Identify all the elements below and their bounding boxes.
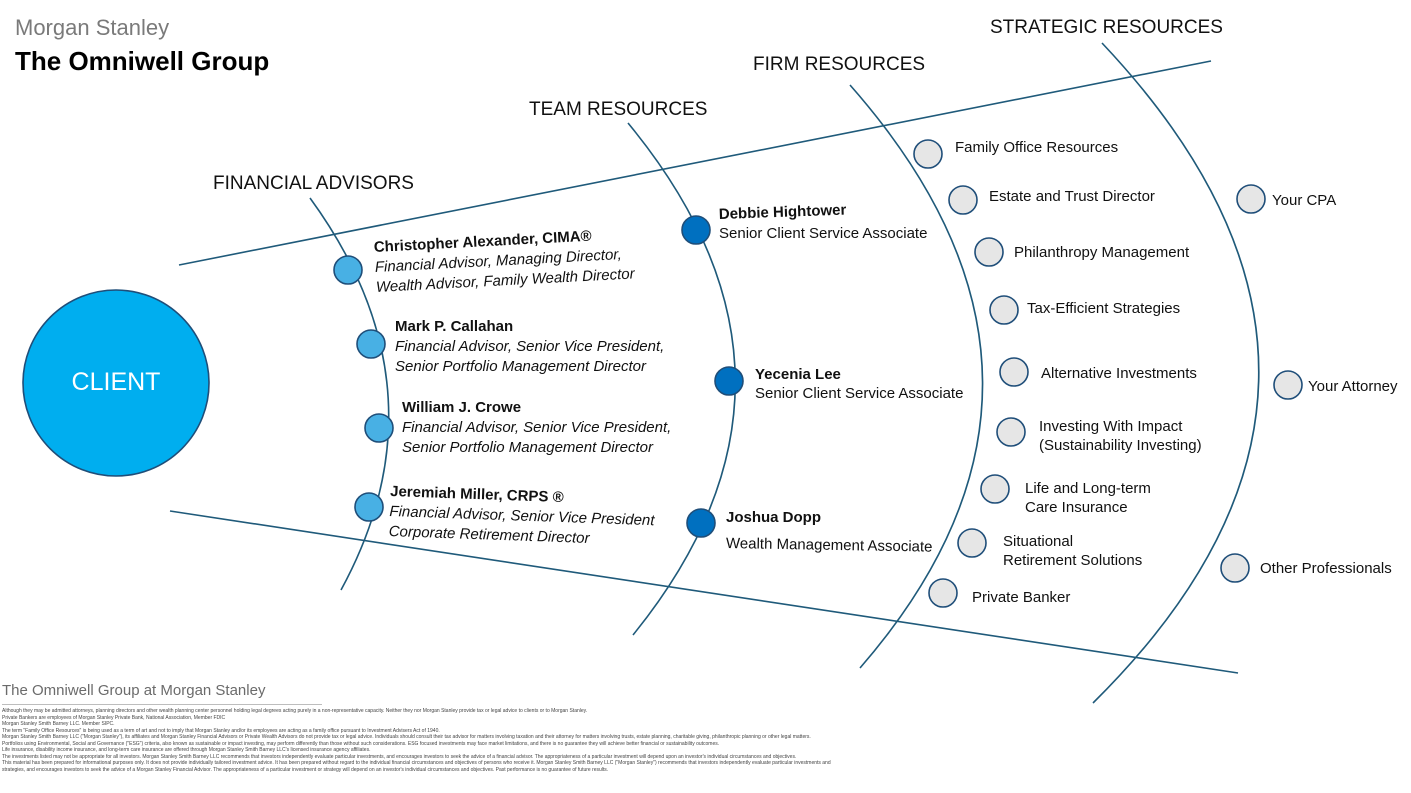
- team-name: Debbie Hightower: [719, 202, 847, 223]
- strategic-item: Your CPA: [1236, 184, 1336, 214]
- firm-label-line2: Retirement Solutions: [1003, 552, 1142, 569]
- firm-node[interactable]: [948, 185, 978, 215]
- advisor-name: Mark P. Callahan: [395, 318, 513, 335]
- firm-label: Family Office Resources: [955, 139, 1118, 156]
- strategic-item: Your Attorney: [1273, 370, 1398, 400]
- footer-title: The Omniwell Group at Morgan Stanley: [2, 682, 266, 699]
- firm-node[interactable]: [989, 295, 1019, 325]
- disclosure-text: Although they may be admitted attorneys,…: [2, 708, 588, 714]
- client-label: CLIENT: [72, 368, 161, 396]
- advisor-item: Jeremiah Miller, CRPS ® Financial Adviso…: [354, 483, 656, 547]
- team-role: Senior Client Service Associate: [719, 225, 927, 242]
- firm-label-line2: Care Insurance: [1025, 499, 1128, 516]
- firm-item: Investing With Impact (Sustainability In…: [996, 417, 1202, 454]
- advisor-item: Christopher Alexander, CIMA® Financial A…: [333, 228, 636, 296]
- team-item: Joshua Dopp Wealth Management Associate: [686, 508, 933, 556]
- disclosure-text: Portfolios using Environmental, Social a…: [2, 740, 720, 747]
- firm-item: Estate and Trust Director: [948, 185, 1155, 215]
- firm-item: Private Banker: [928, 578, 1070, 608]
- advisor-node[interactable]: [356, 329, 386, 359]
- team-item: Yecenia Lee Senior Client Service Associ…: [714, 366, 963, 402]
- strategic-node[interactable]: [1273, 370, 1303, 400]
- firm-label: Situational: [1003, 533, 1073, 550]
- team-node[interactable]: [686, 508, 716, 538]
- strategic-label: Other Professionals: [1260, 560, 1392, 577]
- team-role: Senior Client Service Associate: [755, 385, 963, 402]
- disclosure-text: Private Bankers are employees of Morgan …: [2, 714, 226, 721]
- advisor-item: Mark P. Callahan Financial Advisor, Seni…: [356, 318, 664, 375]
- firm-node[interactable]: [996, 417, 1026, 447]
- team-name: Joshua Dopp: [726, 509, 821, 526]
- team-item: Debbie Hightower Senior Client Service A…: [681, 202, 927, 245]
- strategic-node[interactable]: [1236, 184, 1266, 214]
- advisor-node[interactable]: [354, 492, 384, 522]
- team-role: Wealth Management Associate: [726, 535, 933, 556]
- firm-item: Philanthropy Management: [974, 237, 1190, 267]
- funnel-top-line: [178, 60, 1212, 266]
- advisor-node[interactable]: [333, 255, 363, 285]
- advisor-role-line1: Financial Advisor, Senior Vice President…: [395, 338, 664, 355]
- firm-item: Family Office Resources: [913, 139, 1118, 169]
- firm-item: Tax-Efficient Strategies: [989, 295, 1180, 325]
- firm-node[interactable]: [957, 528, 987, 558]
- disclosure-text: This material has been prepared for info…: [2, 760, 831, 773]
- header-financial-advisors: FINANCIAL ADVISORS: [213, 173, 414, 194]
- team-node[interactable]: [714, 366, 744, 396]
- advisor-role-line2: Senior Portfolio Management Director: [395, 358, 647, 375]
- advisor-role-line2: Corporate Retirement Director: [388, 523, 590, 547]
- disclosure-text: The investments listed may not be approp…: [2, 753, 797, 760]
- client-node[interactable]: CLIENT: [22, 289, 210, 477]
- brand-name: Morgan Stanley: [15, 15, 170, 40]
- firm-item: Alternative Investments: [999, 357, 1197, 387]
- firm-label: Private Banker: [972, 589, 1070, 606]
- firm-item: Situational Retirement Solutions: [957, 528, 1142, 569]
- team-name: Yecenia Lee: [755, 366, 841, 383]
- strategic-item: Other Professionals: [1220, 553, 1392, 583]
- strategic-arc: [1092, 42, 1260, 704]
- advisor-name: William J. Crowe: [402, 399, 521, 416]
- connector-lines: [169, 42, 1260, 704]
- firm-node[interactable]: [999, 357, 1029, 387]
- advisors-arc: [309, 197, 390, 591]
- advisor-name: Jeremiah Miller, CRPS ®: [390, 483, 564, 506]
- team-node[interactable]: [681, 215, 711, 245]
- header-team-resources: TEAM RESOURCES: [529, 99, 707, 120]
- advisor-item: William J. Crowe Financial Advisor, Seni…: [364, 399, 671, 456]
- page-title: The Omniwell Group: [15, 46, 270, 76]
- firm-label: Estate and Trust Director: [989, 188, 1155, 205]
- firm-node[interactable]: [928, 578, 958, 608]
- disclosure-text: Morgan Stanley Smith Barney LLC. Member …: [2, 721, 115, 727]
- firm-label: Investing With Impact: [1039, 418, 1183, 435]
- firm-label: Philanthropy Management: [1014, 244, 1190, 261]
- firm-label: Life and Long-term: [1025, 480, 1151, 497]
- advisor-node[interactable]: [364, 413, 394, 443]
- firm-label-line2: (Sustainability Investing): [1039, 437, 1202, 454]
- footer-divider: [2, 704, 322, 705]
- firm-label: Alternative Investments: [1041, 365, 1197, 382]
- firm-node[interactable]: [913, 139, 943, 169]
- firm-arc: [849, 84, 984, 669]
- strategic-node[interactable]: [1220, 553, 1250, 583]
- firm-label: Tax-Efficient Strategies: [1027, 300, 1180, 317]
- strategic-label: Your Attorney: [1308, 378, 1398, 395]
- header-firm-resources: FIRM RESOURCES: [753, 54, 925, 75]
- disclosure-text: The term "Family Office Resources" is be…: [2, 727, 440, 734]
- strategic-label: Your CPA: [1272, 192, 1336, 209]
- advisor-role-line1: Financial Advisor, Senior Vice President…: [402, 419, 671, 436]
- funnel-bottom-line: [169, 510, 1239, 674]
- firm-item: Life and Long-term Care Insurance: [980, 474, 1151, 516]
- header-strategic-resources: STRATEGIC RESOURCES: [990, 17, 1223, 38]
- client-circle: [22, 289, 210, 477]
- disclosure-text: Life insurance, disability income insura…: [2, 747, 371, 753]
- advisor-role-line2: Senior Portfolio Management Director: [402, 439, 654, 456]
- disclosure-text: Morgan Stanley Smith Barney LLC ("Morgan…: [2, 734, 811, 740]
- firm-node[interactable]: [974, 237, 1004, 267]
- firm-node[interactable]: [980, 474, 1010, 504]
- disclosures: Although they may be admitted attorneys,…: [2, 708, 842, 773]
